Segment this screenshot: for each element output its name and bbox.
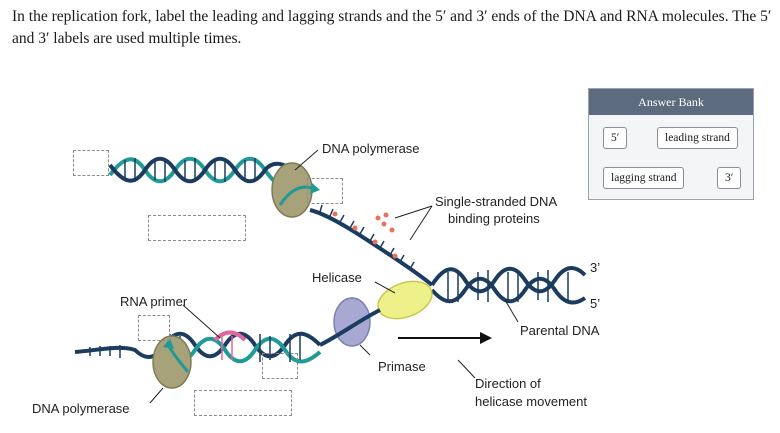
dna-polymerase-bottom-shape <box>152 335 192 389</box>
parental-helix <box>430 266 587 305</box>
label-primase: Primase <box>378 359 426 374</box>
question-prompt: In the replication fork, label the leadi… <box>12 8 772 47</box>
chip-5-prime[interactable]: 5′ <box>603 127 628 149</box>
drop-target-2[interactable] <box>307 178 343 204</box>
drop-target-3[interactable] <box>148 215 246 241</box>
label-dna-polymerase-top: DNA polymerase <box>322 141 420 156</box>
label-rna-primer: RNA primer <box>120 294 188 309</box>
drop-target-5[interactable] <box>262 353 298 379</box>
drop-target-6[interactable] <box>194 390 292 416</box>
label-ssb: Single-stranded DNA <box>435 194 557 209</box>
drop-target-1[interactable] <box>73 150 109 176</box>
label-parental-dna: Parental DNA <box>520 323 600 338</box>
chip-3-prime[interactable]: 3′ <box>717 167 742 189</box>
primase-shape <box>333 297 371 347</box>
upper-helix <box>108 156 302 197</box>
label-direction: Direction of <box>475 376 541 391</box>
answer-bank: Answer Bank 5′ leading strand lagging st… <box>588 88 754 200</box>
label-ssb-line2: binding proteins <box>448 211 540 226</box>
label-helicase: Helicase <box>312 270 362 285</box>
label-dna-polymerase-bottom: DNA polymerase <box>32 401 130 416</box>
label-direction-line2: helicase movement <box>475 394 587 409</box>
answer-bank-title: Answer Bank <box>589 89 753 115</box>
dna-polymerase-top-shape <box>271 162 313 218</box>
label-3-end: 3’ <box>590 260 600 275</box>
drop-target-4[interactable] <box>138 315 170 341</box>
chip-lagging-strand[interactable]: lagging strand <box>603 167 685 189</box>
label-5-end: 5’ <box>590 296 600 311</box>
chip-leading-strand[interactable]: leading strand <box>657 127 738 149</box>
